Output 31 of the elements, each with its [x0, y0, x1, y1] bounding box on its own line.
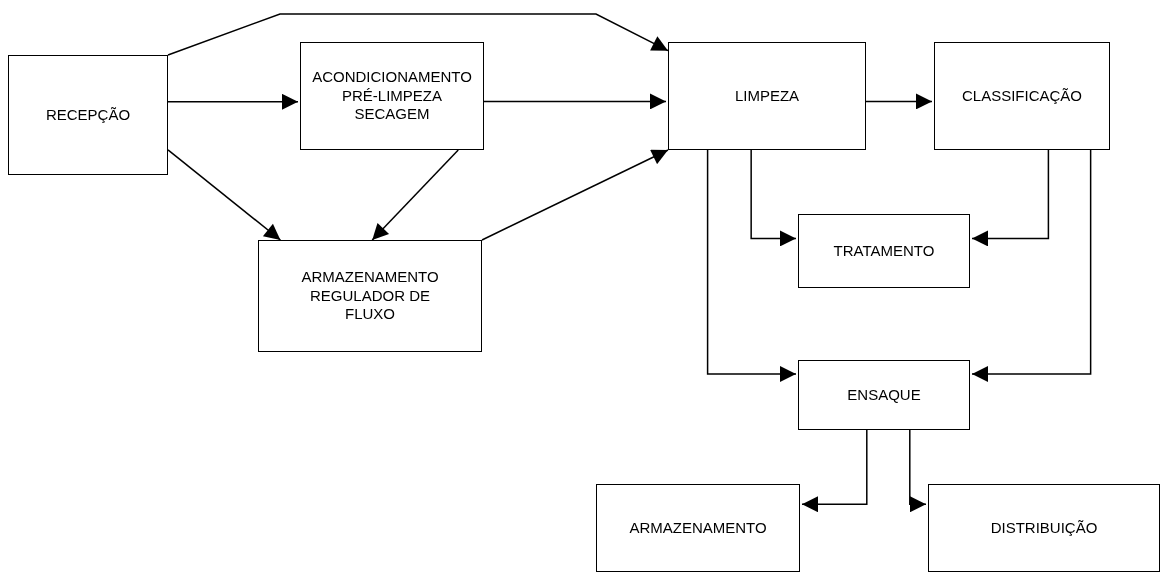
arrow [801, 429, 868, 513]
process-box [928, 484, 1160, 572]
step-label: ARMAZENAMENTO [629, 518, 767, 538]
arrow [750, 149, 797, 247]
step-label: TRATAMENTO [833, 241, 935, 261]
arrow [909, 429, 927, 513]
arrow [481, 149, 669, 241]
process-box [798, 360, 970, 430]
arrow [167, 93, 299, 110]
arrow [371, 149, 459, 241]
step-label: DISTRIBUIÇÃO [990, 518, 1098, 538]
step-label: ENSAQUE [847, 385, 921, 405]
process-box [934, 42, 1110, 150]
step-label: ARMAZENAMENTO REGULADOR DE FLUXO [300, 267, 440, 325]
arrow [706, 149, 797, 382]
arrow [971, 149, 1092, 382]
arrow [167, 149, 282, 241]
process-box [258, 240, 482, 352]
arrow [971, 149, 1050, 247]
step-label: LIMPEZA [734, 86, 800, 106]
process-box [596, 484, 800, 572]
arrow [483, 93, 667, 110]
process-box [300, 42, 484, 150]
arrow [167, 13, 669, 56]
step-label: CLASSIFICAÇÃO [962, 86, 1082, 106]
step-label: ACONDICIONAMENTO PRÉ-LIMPEZA SECAGEM [311, 67, 473, 125]
process-box [668, 42, 866, 150]
step-label: RECEPÇÃO [45, 105, 131, 125]
process-box [798, 214, 970, 288]
process-box [8, 55, 168, 175]
arrow [865, 93, 933, 110]
